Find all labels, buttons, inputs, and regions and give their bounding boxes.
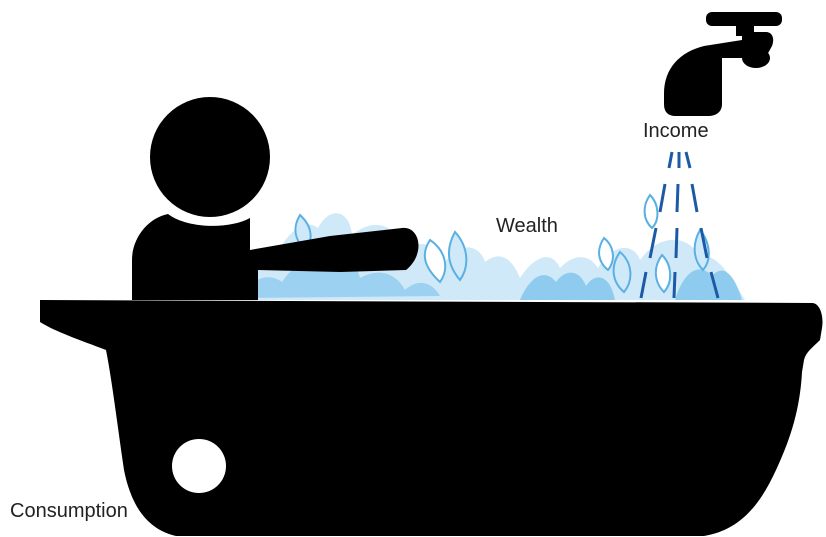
- faucet-icon: [664, 12, 782, 116]
- consumption-label: Consumption: [10, 501, 128, 521]
- person-icon: [132, 97, 418, 300]
- bathtub-icon: [40, 300, 823, 536]
- drain-icon: [172, 439, 226, 493]
- income-label: Income: [643, 121, 709, 141]
- wealth-label: Wealth: [496, 216, 558, 236]
